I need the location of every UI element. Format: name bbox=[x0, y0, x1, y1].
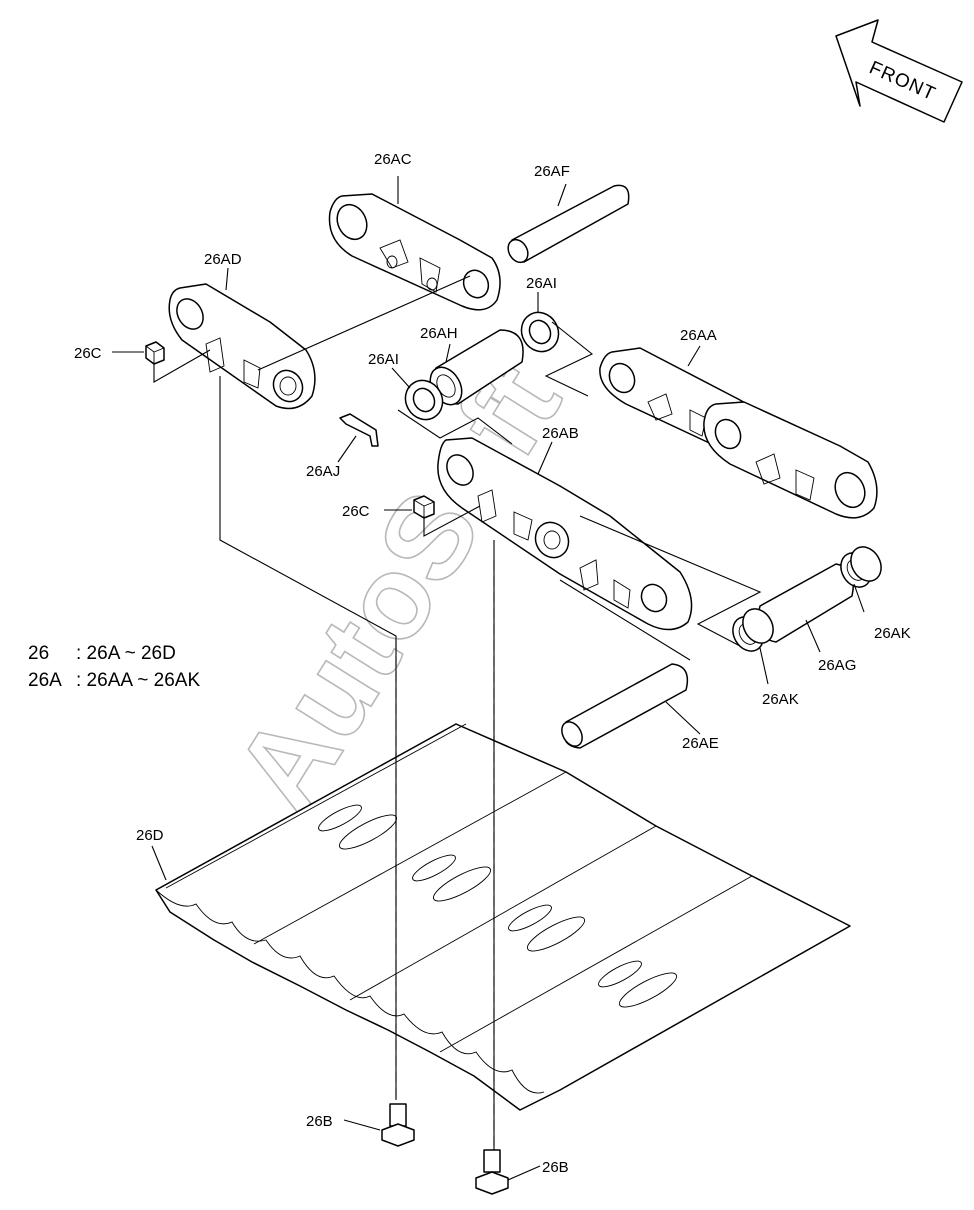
legend: 26 : 26A ~ 26D 26A : 26AA ~ 26AK bbox=[28, 643, 200, 691]
label-26b-right: 26B bbox=[542, 1159, 569, 1176]
label-26ah: 26AH bbox=[420, 325, 458, 342]
clip-26aj bbox=[339, 413, 379, 447]
pin-26af bbox=[507, 184, 630, 264]
legend-row-2-right: : 26AA ~ 26AK bbox=[76, 670, 200, 691]
link-26ac bbox=[328, 193, 501, 311]
label-26ai-top: 26AI bbox=[526, 275, 557, 292]
label-26ai-left: 26AI bbox=[368, 351, 399, 368]
label-26b-left: 26B bbox=[306, 1113, 333, 1130]
spacer-26ai-top bbox=[520, 311, 560, 353]
label-26ak-right: 26AK bbox=[874, 625, 911, 642]
label-26c-mid: 26C bbox=[342, 503, 370, 520]
link-26aa bbox=[599, 347, 878, 519]
bushing-26ah bbox=[429, 329, 524, 406]
label-26ag: 26AG bbox=[818, 657, 856, 674]
label-26ae: 26AE bbox=[682, 735, 719, 752]
label-26af: 26AF bbox=[534, 163, 570, 180]
front-arrow: FRONT bbox=[835, 19, 963, 123]
link-26ab bbox=[437, 437, 693, 631]
nut-26c-left bbox=[145, 341, 165, 365]
label-26aa: 26AA bbox=[680, 327, 717, 344]
label-26ak-left: 26AK bbox=[762, 691, 799, 708]
label-26ab: 26AB bbox=[542, 425, 579, 442]
legend-row-2-left: 26A bbox=[28, 670, 62, 691]
shoe-plate-26d bbox=[155, 723, 851, 1111]
leader-lines bbox=[112, 176, 865, 1181]
bolt-26b-right bbox=[475, 1149, 509, 1195]
label-26aj: 26AJ bbox=[306, 463, 340, 480]
label-26ad: 26AD bbox=[204, 251, 242, 268]
pin-26ae bbox=[561, 663, 689, 749]
bolt-26b-left bbox=[381, 1103, 415, 1147]
label-26c-left: 26C bbox=[74, 345, 102, 362]
legend-row-1-right: : 26A ~ 26D bbox=[76, 643, 176, 664]
nut-26c-mid bbox=[413, 495, 435, 519]
legend-row-1-left: 26 bbox=[28, 643, 49, 664]
label-26d: 26D bbox=[136, 827, 164, 844]
link-26ad bbox=[168, 283, 316, 410]
spacer-26ai-left bbox=[404, 379, 444, 421]
pin-26ag bbox=[732, 546, 882, 652]
label-26ac: 26AC bbox=[374, 151, 412, 168]
